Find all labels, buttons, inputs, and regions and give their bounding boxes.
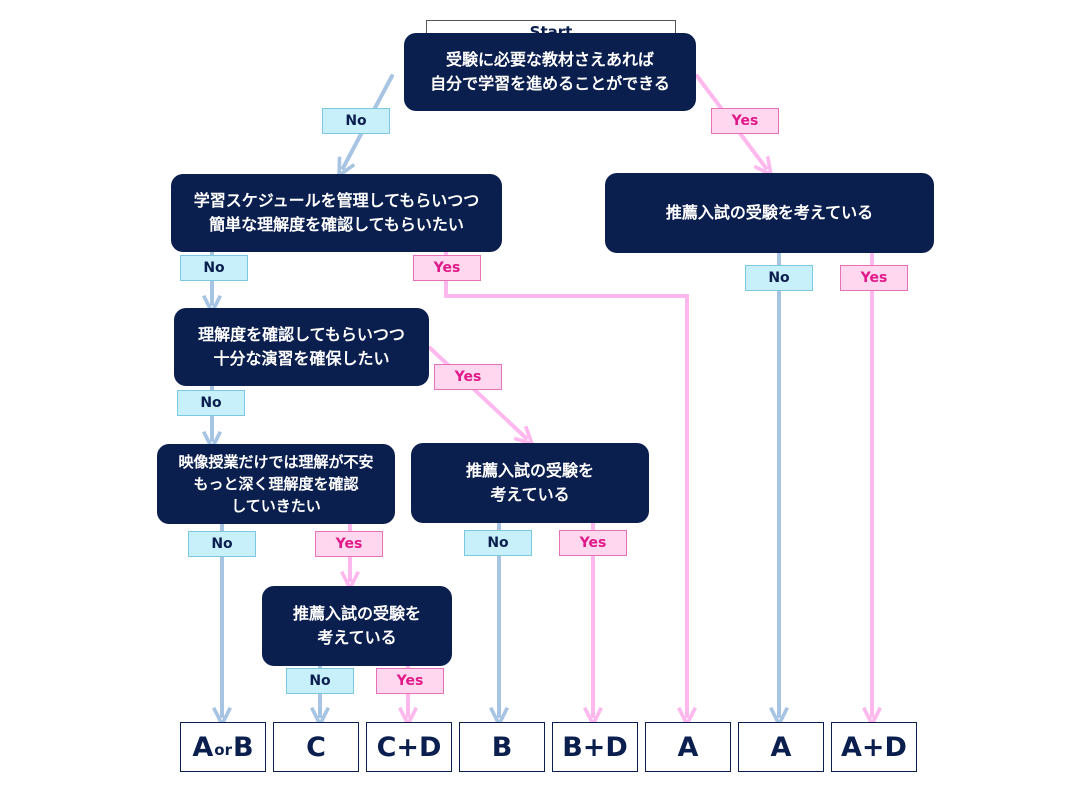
label-no-q6: No: [286, 668, 354, 694]
label-no-q1: No: [322, 108, 390, 134]
question-recommendation-exam-3: 推薦入試の受験を 考えている: [262, 586, 452, 666]
question-recommendation-exam-2: 推薦入試の受験を 考えている: [411, 443, 649, 523]
result-b: B: [459, 722, 545, 772]
label-yes-q5: Yes: [315, 531, 383, 557]
question-self-study: 受験に必要な教材さえあれば 自分で学習を進めることができる: [404, 33, 696, 111]
label-no-q4: No: [177, 390, 245, 416]
question-video-lessons: 映像授業だけでは理解が不安 もっと深く理解度を確認 していきたい: [157, 444, 395, 524]
result-a-2: A: [738, 722, 824, 772]
question-recommendation-exam-1: 推薦入試の受験を考えている: [605, 173, 934, 253]
result-c-plus-d: C+D: [366, 722, 452, 772]
label-yes-q2: Yes: [413, 255, 481, 281]
label-no-q7: No: [464, 530, 532, 556]
result-b-plus-d: B+D: [552, 722, 638, 772]
label-yes-q6: Yes: [376, 668, 444, 694]
result-a-or-b-a: A: [192, 731, 214, 763]
label-no-q3: No: [745, 265, 813, 291]
result-a-or-b-b: B: [233, 731, 254, 763]
question-practice: 理解度を確認してもらいつつ 十分な演習を確保したい: [174, 308, 429, 386]
label-yes-q1: Yes: [711, 108, 779, 134]
result-a-or-b-or: or: [214, 741, 232, 759]
label-yes-q3: Yes: [840, 265, 908, 291]
label-no-q2: No: [180, 255, 248, 281]
result-a-1: A: [645, 722, 731, 772]
question-schedule-management: 学習スケジュールを管理してもらいつつ 簡単な理解度を確認してもらいたい: [171, 174, 502, 252]
result-c: C: [273, 722, 359, 772]
arrow-q4-yes: [428, 346, 526, 438]
label-yes-q7: Yes: [559, 530, 627, 556]
label-no-q5: No: [188, 531, 256, 557]
label-yes-q4: Yes: [434, 364, 502, 390]
result-a-plus-d: A+D: [831, 722, 917, 772]
